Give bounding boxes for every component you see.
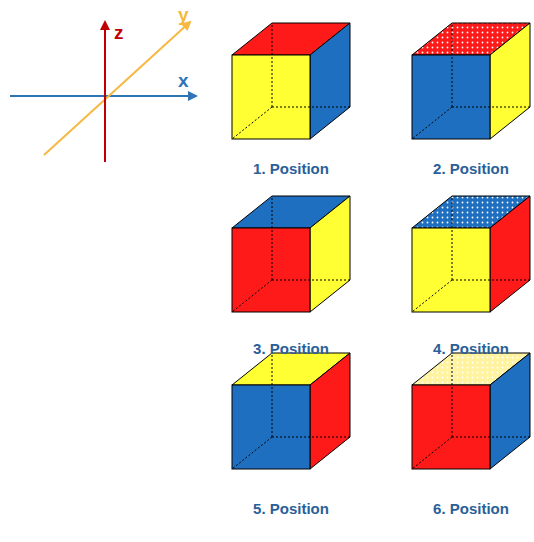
cube-front [412, 385, 490, 469]
hidden-edge [452, 280, 530, 281]
position-label: 4. Position [433, 340, 509, 357]
hidden-edge [272, 437, 350, 438]
axis-label: z [114, 22, 124, 44]
hidden-edge [452, 353, 453, 437]
hidden-edge [412, 107, 452, 139]
hidden-edge [272, 23, 273, 107]
hidden-edge [412, 437, 452, 469]
hidden-edge [272, 353, 273, 437]
position-label: 1. Position [253, 160, 329, 177]
hidden-edge [272, 280, 350, 281]
hidden-edge [272, 107, 350, 108]
cube-front [232, 55, 310, 139]
axis-label: x [178, 70, 189, 92]
position-label: 2. Position [433, 160, 509, 177]
hidden-edge [452, 107, 530, 108]
hidden-edge [412, 280, 452, 312]
axis-cross [10, 22, 196, 162]
cube-side [490, 353, 530, 469]
hidden-edge [452, 23, 453, 107]
cube-side [490, 23, 530, 139]
hidden-edge [452, 437, 530, 438]
hidden-edge [232, 280, 272, 312]
position-label: 3. Position [253, 340, 329, 357]
position-label: 6. Position [433, 500, 509, 517]
hidden-edge [232, 107, 272, 139]
cube-side [490, 196, 530, 312]
hidden-edge [452, 196, 453, 280]
cube-front [412, 55, 490, 139]
cube-front [412, 228, 490, 312]
hidden-edge [272, 196, 273, 280]
position-label: 5. Position [253, 500, 329, 517]
cube-front [232, 385, 310, 469]
cube-side [310, 353, 350, 469]
cube-side [310, 23, 350, 139]
cube-side [310, 196, 350, 312]
hidden-edge [232, 437, 272, 469]
cube-front [232, 228, 310, 312]
axis-label: y [178, 4, 189, 26]
